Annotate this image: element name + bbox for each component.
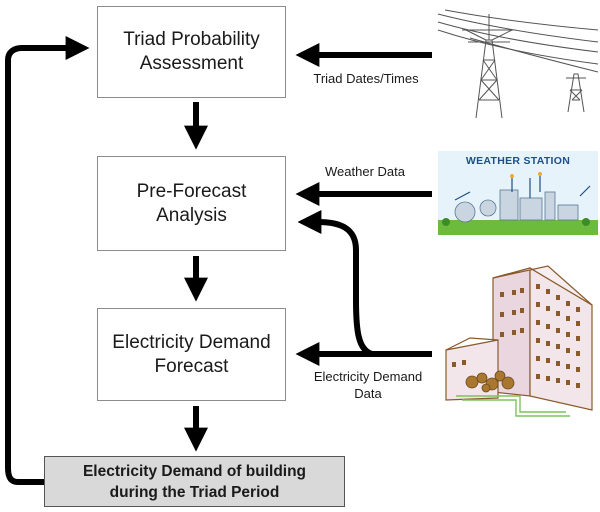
triad-dates-label: Triad Dates/Times — [313, 71, 419, 86]
weather-data-label: Weather Data — [325, 164, 405, 179]
output-demand-box: Electricity Demand of building during th… — [44, 456, 345, 507]
triad-probability-assessment-box: Triad Probability Assessment — [97, 6, 286, 98]
electricity-demand-data-label: Electricity Demand Data — [313, 369, 423, 401]
electricity-demand-forecast-box: Electricity Demand Forecast — [97, 308, 286, 401]
output-demand-label: Electricity Demand of building during th… — [82, 462, 307, 501]
triad-probability-assessment-label: Triad Probability Assessment — [123, 29, 260, 74]
pre-forecast-analysis-box: Pre-Forecast Analysis — [97, 156, 286, 251]
pre-forecast-analysis-label: Pre-Forecast Analysis — [136, 180, 247, 226]
electricity-demand-forecast-label: Electricity Demand Forecast — [112, 331, 271, 377]
arrow-demand-to-preforecast-curve — [297, 210, 374, 357]
weather-station-title: WEATHER STATION — [438, 151, 598, 171]
arrow-feedback-loop — [5, 36, 90, 485]
